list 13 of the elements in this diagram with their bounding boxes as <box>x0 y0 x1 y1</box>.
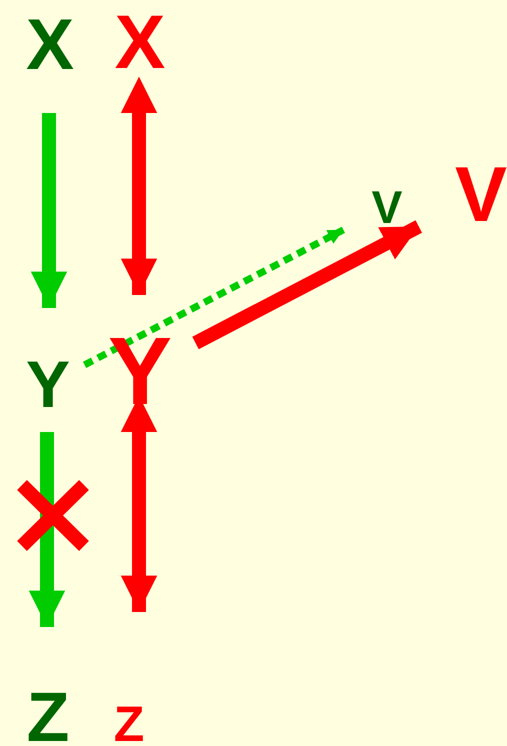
dotted-arrow <box>82 226 346 368</box>
letter-label: X <box>22 12 78 78</box>
arrow <box>28 432 66 627</box>
letter-label: Y <box>104 330 176 414</box>
letter-label: X <box>110 8 170 78</box>
arrow <box>120 76 158 295</box>
letter-label: V <box>370 185 404 229</box>
arrow <box>30 113 68 308</box>
letter-label: Y <box>22 352 74 416</box>
arrow <box>192 220 422 350</box>
letter-label: Z <box>21 688 75 746</box>
letter-label: Z <box>110 702 148 746</box>
letter-label: V <box>456 158 506 230</box>
